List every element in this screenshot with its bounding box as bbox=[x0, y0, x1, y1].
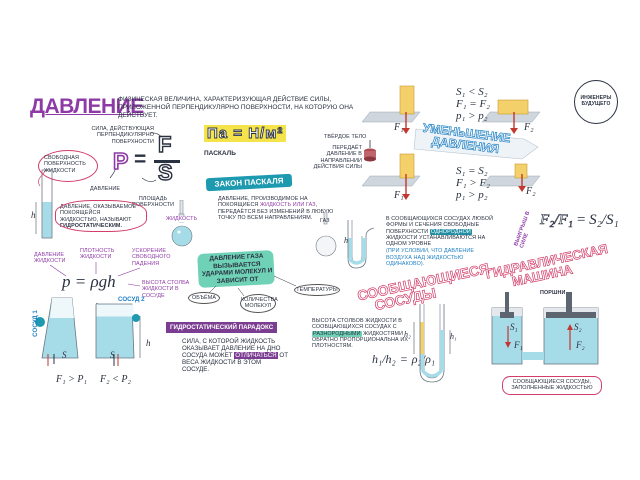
pascal-text-a: ДАВЛЕНИЕ, ПРОИЗВОДИМОЕ НА ПОКОЯЩИЕСЯ bbox=[218, 196, 308, 209]
gas-count-tag: КОЛИЧЕСТВА МОЛЕКУЛ bbox=[240, 294, 278, 313]
comm-text: В СООБЩАЮЩИХСЯ СОСУДАХ ЛЮБОЙ ФОРМЫ И СЕЧ… bbox=[386, 216, 498, 267]
case1-line2: F₁ = F₂ bbox=[456, 98, 491, 110]
press-pistons: ПОРШНИ bbox=[540, 290, 566, 296]
press-footer: СООБЩАЮЩИЕСЯ СОСУДЫ, ЗАПОЛНЕННЫЕ ЖИДКОСТ… bbox=[502, 376, 602, 395]
press-diagram bbox=[491, 292, 599, 365]
area-label: ПЛОЩАДЬ ПОВЕРХНОСТИ bbox=[131, 196, 175, 209]
free-surface-h: h bbox=[31, 210, 36, 220]
vessel2-label: СОСУД 2 bbox=[118, 296, 145, 303]
pressure-definition: ФИЗИЧЕСКАЯ ВЕЛИЧИНА, ХАРАКТЕРИЗУЮЩАЯ ДЕЙ… bbox=[118, 96, 354, 119]
vessels-diagram bbox=[35, 297, 141, 366]
press-formula: F₂/F₁ = S₂/S₁ bbox=[540, 212, 619, 229]
comm-text2: ВЫСОТА СТОЛБОВ ЖИДКОСТИ В СООБЩАЮЩИХСЯ С… bbox=[312, 318, 410, 349]
press-s1: S₁ bbox=[510, 322, 518, 332]
hydro-formula: p = ρgh bbox=[62, 272, 116, 291]
paradox-title: ГИДРОСТАТИЧЕСКИЙ ПАРАДОКС bbox=[166, 322, 278, 333]
comm-text-d: (ПРИ УСЛОВИИ, ЧТО ДАВЛЕНИЕ ВОЗДУХА НАД Ж… bbox=[386, 248, 475, 268]
vessel1-area: S bbox=[62, 350, 67, 360]
formula-fraction-bar bbox=[154, 160, 180, 163]
comm-vessels-diagram bbox=[347, 220, 375, 269]
pressure-label: ДАВЛЕНИЕ bbox=[90, 186, 121, 192]
hydrostatic-bubble bbox=[55, 200, 147, 232]
pascal-text-b: ЖИДКОСТЬ ИЛИ ГАЗ bbox=[260, 202, 316, 209]
solid-icon bbox=[364, 140, 376, 162]
pascal-text-c: , ПЕРЕДАЁТСЯ БЕЗ ИЗМЕНЕНИЙ В ЛЮБУЮ ТОЧКУ… bbox=[218, 202, 334, 221]
press-f2: F₂ bbox=[576, 340, 585, 350]
case1-line1: S₁ < S₂ bbox=[456, 86, 488, 98]
comm-ratio-h: h₁/h₂ bbox=[372, 352, 396, 366]
page-title: ДАВЛЕНИЕ bbox=[30, 95, 144, 118]
force-f2-top: F₂ bbox=[524, 122, 534, 133]
formula-equals: = bbox=[134, 148, 147, 171]
force-f1-top: F₁ bbox=[394, 122, 404, 133]
paradox-text: СИЛА, С КОТОРОЙ ЖИДКОСТЬ ОКАЗЫВАЕТ ДАВЛЕ… bbox=[182, 338, 288, 373]
paradox-text-b: ОТЛИЧАТЬСЯ bbox=[234, 352, 278, 359]
logo: ИНЖЕНЕРЫ БУДУЩЕГО bbox=[574, 80, 618, 124]
case2-line1: S₁ = S₂ bbox=[456, 165, 488, 177]
gas-volume-tag: ОБЪЁМА bbox=[188, 292, 220, 304]
paradox-text-a: СИЛА, С КОТОРОЙ ЖИДКОСТЬ ОКАЗЫВАЕТ ДАВЛЕ… bbox=[182, 338, 281, 359]
solid-title: ТВЁРДОЕ ТЕЛО bbox=[324, 134, 367, 140]
hydro-pressure-label: ДАВЛЕНИЕ ЖИДКОСТИ bbox=[34, 252, 66, 265]
reduction-banner bbox=[413, 128, 539, 160]
vessel-height: h bbox=[146, 338, 151, 348]
formula-f-letter: F bbox=[157, 131, 172, 157]
force-label: СИЛА, ДЕЙСТВУЮЩАЯ ПЕРПЕНДИКУЛЯРНО ПОВЕРХ… bbox=[91, 126, 154, 145]
vessel2-compare: F₂ < P₂ bbox=[100, 374, 131, 385]
comm-text2-c: ЖИДКОСТЯМИ ОБРАТНО ПРОПОРЦИОНАЛЬНА ИХ ПЛ… bbox=[312, 330, 409, 350]
case1-line3: p₁ > p₂ bbox=[456, 110, 488, 122]
unit-formula: Па = Н/м² bbox=[204, 125, 287, 142]
u-tube-diagram bbox=[413, 304, 451, 383]
pascal-text: ДАВЛЕНИЕ, ПРОИЗВОДИМОЕ НА ПОКОЯЩИЕСЯ ЖИД… bbox=[218, 196, 336, 221]
case2-line3: p₁ > p₂ bbox=[456, 189, 488, 201]
comm-h: h bbox=[344, 236, 348, 245]
solid-text: ПЕРЕДАЁТ ДАВЛЕНИЕ В НАПРАВЛЕНИИ ДЕЙСТВИЯ… bbox=[313, 145, 362, 170]
comm-text-c: ЖИДКОСТИ УСТАНАВЛИВАЮТСЯ НА ОДНОМ УРОВНЕ bbox=[386, 234, 486, 248]
vessel1-compare: F₁ > P₁ bbox=[56, 374, 87, 385]
free-surface-label: СВОБОДНАЯ ПОВЕРХНОСТЬ ЖИДКОСТИ bbox=[44, 155, 86, 174]
press-formula-s: S₂/S₁ bbox=[589, 212, 619, 228]
comm-text-b: ОДНОРОДНОЙ bbox=[429, 228, 472, 235]
u-tube-h2: h₂ bbox=[404, 330, 411, 339]
comm-text2-a: ВЫСОТА СТОЛБОВ ЖИДКОСТИ В СООБЩАЮЩИХСЯ С… bbox=[312, 318, 402, 331]
pascal-liquid-label: ЖИДКОСТЬ bbox=[166, 216, 198, 223]
vessel1-label: СОСУД 1 bbox=[31, 310, 39, 337]
pascal-gas-label: ГАЗ bbox=[320, 218, 330, 224]
force-f2-bottom: F₂ bbox=[526, 186, 536, 197]
hydro-accel-label: УСКОРЕНИЕ СВОБОДНОГО ПАДЕНИЯ bbox=[132, 248, 171, 267]
case2-line2: F₁ > F₂ bbox=[456, 177, 491, 189]
pascal-gas-icon bbox=[315, 212, 337, 257]
press-formula-f: F₂/F₁ bbox=[540, 212, 574, 229]
paradox-text-c: ОТ ВЕСА ЖИДКОСТИ В ЭТОМ СОСУДЕ. bbox=[182, 352, 288, 373]
hydro-density-label: ПЛОТНОСТЬ ЖИДКОСТИ bbox=[80, 248, 115, 261]
unit-label: ПАСКАЛЬ bbox=[204, 150, 236, 157]
comm-text2-b: РАЗНОРОДНЫМИ bbox=[312, 330, 362, 337]
gas-temp-tag: ТЕМПЕРАТУРЫ bbox=[294, 284, 340, 296]
hydro-height-label: ВЫСОТА СТОЛБА ЖИДКОСТИ В СОСУДЕ bbox=[142, 280, 190, 299]
formula-s-letter: S bbox=[157, 159, 173, 185]
formula-p-letter: P bbox=[112, 147, 129, 175]
logo-text: ИНЖЕНЕРЫ БУДУЩЕГО bbox=[580, 95, 612, 107]
force-f1-bottom: F₁ bbox=[394, 190, 404, 201]
vessel2-area: S bbox=[110, 350, 115, 360]
press-f1: F₁ bbox=[514, 340, 523, 350]
reduction-diagram bbox=[361, 85, 541, 200]
press-s2: S₂ bbox=[574, 322, 582, 332]
free-surface-bubble bbox=[38, 150, 98, 182]
comm-text-a: В СООБЩАЮЩИХСЯ СОСУДАХ ЛЮБОЙ ФОРМЫ И СЕЧ… bbox=[386, 216, 494, 235]
u-tube-h1: h₁ bbox=[450, 332, 457, 341]
